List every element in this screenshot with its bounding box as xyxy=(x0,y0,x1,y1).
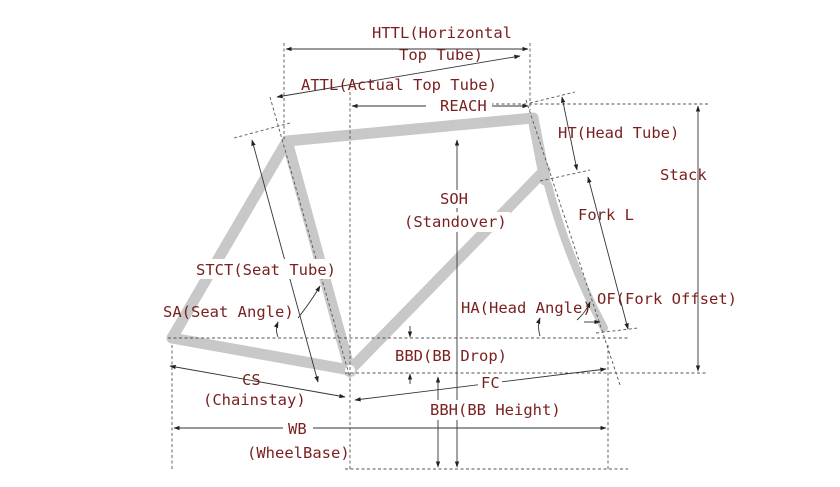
soh-label-line2-bg xyxy=(402,212,510,232)
ha-label: HA(Head Angle) xyxy=(461,299,592,317)
top-tube xyxy=(281,112,539,147)
soh-label-line2: (Standover) xyxy=(404,213,507,231)
wb-label-line2: (WheelBase) xyxy=(247,444,350,462)
bbd-label: BBD(BB Drop) xyxy=(395,347,507,365)
sa-arc xyxy=(273,321,279,338)
stct-label: STCT(Seat Tube) xyxy=(196,261,336,279)
reach-label: REACH xyxy=(440,97,487,115)
bbh-label: BBH(BB Height) xyxy=(430,401,561,419)
bbh-label-bg xyxy=(429,400,565,420)
ha-leader xyxy=(576,301,591,321)
fork-l-dimension xyxy=(587,176,629,330)
fork-l-label: Fork L xyxy=(578,206,634,224)
down-tube xyxy=(344,164,551,376)
fc-label: FC xyxy=(481,374,500,392)
of-label: OF(Fork Offset) xyxy=(597,290,737,308)
chain-stay xyxy=(166,332,356,376)
sa-label: SA(Seat Angle) xyxy=(163,303,294,321)
reach-label-bg xyxy=(426,96,492,114)
wb-label-line1: WB xyxy=(288,420,307,438)
wb-label-bg xyxy=(283,420,313,438)
httl-label-line2: Top Tube) xyxy=(399,46,483,64)
labels: HTTL(Horizontal Top Tube) ATTL(Actual To… xyxy=(163,24,737,462)
stct-label-bg xyxy=(195,259,339,279)
cs-dimension xyxy=(169,364,346,399)
stack-label: Stack xyxy=(660,166,707,184)
attl-label: ATTL(Actual Top Tube) xyxy=(301,76,497,94)
fc-label-bg xyxy=(478,374,502,392)
attl-dimension xyxy=(276,54,521,99)
soh-label-line1: SOH xyxy=(440,190,468,208)
httl-label-line1: HTTL(Horizontal xyxy=(372,24,512,42)
seat-tube xyxy=(281,135,356,376)
ht-label: HT(Head Tube) xyxy=(558,124,679,142)
bike-frame xyxy=(166,112,608,377)
soh-label-bg xyxy=(436,190,480,208)
ha-arc xyxy=(535,317,541,337)
cs-label-line2: (Chainstay) xyxy=(203,391,306,409)
cs-label-line1: CS xyxy=(242,371,261,389)
sa-leader xyxy=(297,285,321,319)
ht-dimension xyxy=(560,96,579,171)
